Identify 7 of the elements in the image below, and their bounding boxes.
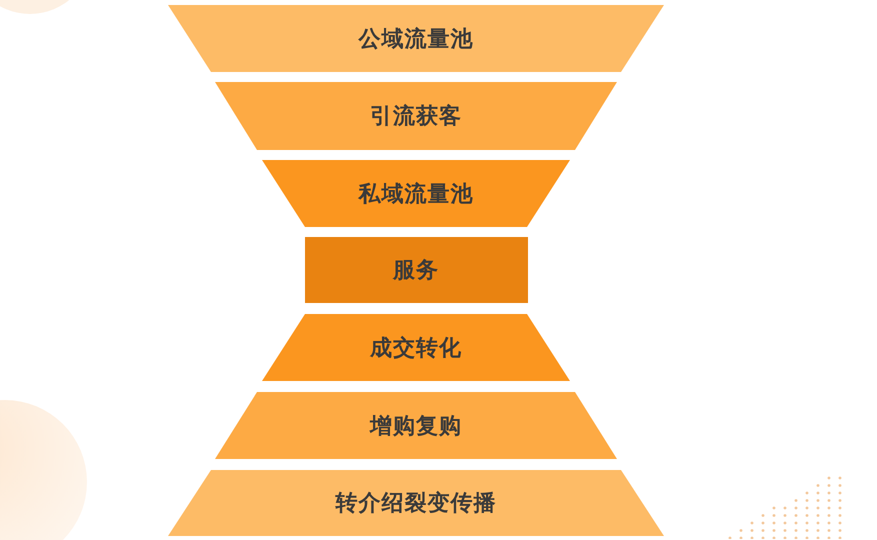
funnel-layer: 增购复购 <box>215 392 617 459</box>
funnel-layer: 成交转化 <box>262 314 570 381</box>
funnel-layer: 服务 <box>304 237 528 303</box>
funnel-layer: 私域流量池 <box>262 160 570 227</box>
funnel-layer: 引流获客 <box>215 82 617 150</box>
funnel-layer: 公域流量池 <box>168 5 664 72</box>
funnel-layer: 转介绍裂变传播 <box>168 470 664 536</box>
